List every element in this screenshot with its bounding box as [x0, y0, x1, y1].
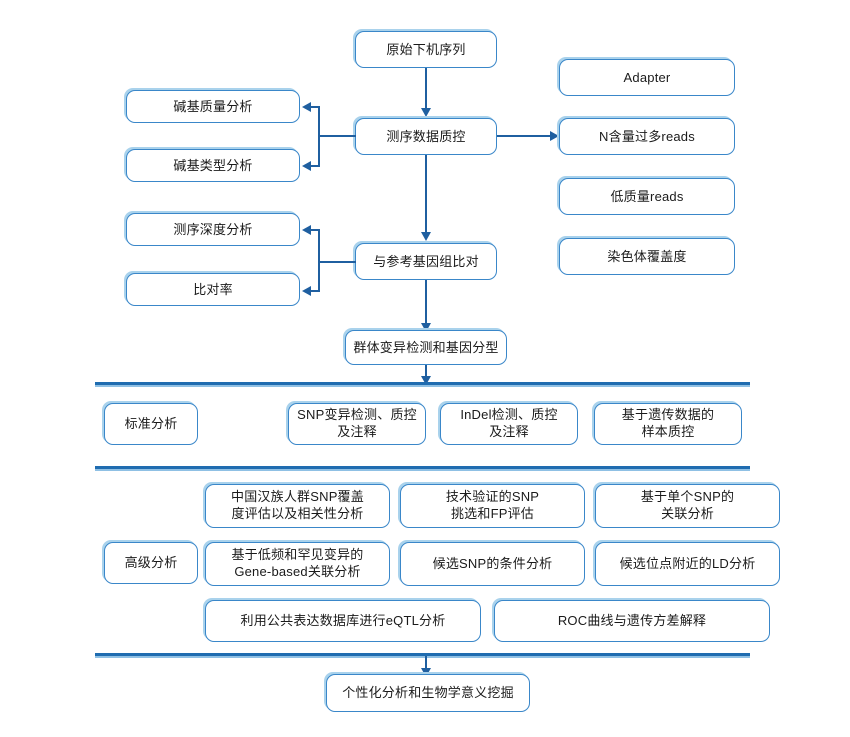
node-base-quality-analysis-label: 碱基质量分析 — [173, 98, 253, 114]
node-genetic-data-sample-qc-label: 基于遗传数据的 样本质控 — [621, 407, 715, 439]
arrowhead-qc-to-alignment — [421, 232, 431, 241]
node-gene-based-association[interactable]: 基于低频和罕见变异的 Gene-based关联分析 — [205, 542, 390, 586]
node-indel-calling-qc-annotation-label: InDel检测、质控 及注释 — [460, 407, 558, 439]
node-genetic-data-sample-qc[interactable]: 基于遗传数据的 样本质控 — [594, 403, 742, 445]
node-reference-alignment[interactable]: 与参考基因组比对 — [355, 243, 497, 280]
connector-divider-to-final — [425, 656, 427, 672]
node-variant-calling-genotyping-label: 群体变异检测和基因分型 — [353, 339, 499, 355]
node-alignment-rate[interactable]: 比对率 — [126, 273, 300, 306]
node-indel-calling-qc-annotation[interactable]: InDel检测、质控 及注释 — [440, 403, 578, 445]
divider-final-top — [95, 653, 750, 656]
arrowhead-divider-to-final — [421, 668, 431, 677]
node-gene-based-association-label: 基于低频和罕见变异的 Gene-based关联分析 — [231, 547, 364, 579]
connector-qc-to-base-quality — [311, 106, 320, 108]
node-n-content-reads-label: N含量过多reads — [599, 128, 695, 144]
node-sequencing-qc-label: 测序数据质控 — [386, 128, 466, 144]
node-sequencing-depth-analysis[interactable]: 测序深度分析 — [126, 213, 300, 246]
node-public-expression-eqtl-label: 利用公共表达数据库进行eQTL分析 — [240, 613, 446, 629]
node-sequencing-qc[interactable]: 测序数据质控 — [355, 118, 497, 155]
connector-align-to-depth — [311, 229, 320, 231]
connector-raw-to-qc — [425, 68, 427, 110]
connector-qc-to-base-type — [311, 165, 320, 167]
node-technical-validation-snp-label: 技术验证的SNP 挑选和FP评估 — [445, 489, 540, 521]
node-snp-calling-qc-annotation-label: SNP变异检测、质控 及注释 — [297, 407, 417, 439]
section-label-advanced-analysis[interactable]: 高级分析 — [104, 542, 198, 584]
connector-qc-left-bus — [318, 106, 320, 167]
arrowhead-raw-to-qc — [421, 108, 431, 117]
node-raw-reads-label: 原始下机序列 — [386, 41, 466, 57]
connector-alignment-to-variant — [425, 280, 427, 325]
arrowhead-variant-to-standard — [421, 376, 431, 385]
node-candidate-locus-ld[interactable]: 候选位点附近的LD分析 — [595, 542, 780, 586]
node-base-type-analysis-label: 碱基类型分析 — [173, 157, 253, 173]
section-label-standard-analysis[interactable]: 标准分析 — [104, 403, 198, 445]
node-base-quality-analysis[interactable]: 碱基质量分析 — [126, 90, 300, 123]
section-label-advanced-analysis-text: 高级分析 — [124, 555, 178, 571]
node-low-quality-reads-label: 低质量reads — [610, 188, 684, 204]
connector-align-to-rate — [311, 290, 320, 292]
node-candidate-locus-ld-label: 候选位点附近的LD分析 — [619, 556, 756, 572]
arrowhead-align-to-rate — [302, 286, 311, 296]
node-reference-alignment-label: 与参考基因组比对 — [373, 253, 479, 269]
node-chromosome-coverage-label: 染色体覆盖度 — [607, 248, 687, 264]
node-candidate-snp-conditional[interactable]: 候选SNP的条件分析 — [400, 542, 585, 586]
node-han-chinese-snp-coverage[interactable]: 中国汉族人群SNP覆盖 度评估以及相关性分析 — [205, 484, 390, 528]
node-roc-genetic-variance[interactable]: ROC曲线与遗传方差解释 — [494, 600, 770, 642]
connector-qc-to-n-reads — [497, 135, 550, 137]
node-snp-calling-qc-annotation[interactable]: SNP变异检测、质控 及注释 — [288, 403, 426, 445]
node-raw-reads[interactable]: 原始下机序列 — [355, 31, 497, 68]
arrowhead-qc-to-base-type — [302, 161, 311, 171]
node-adapter-label: Adapter — [623, 69, 671, 85]
arrowhead-qc-to-base-quality — [302, 102, 311, 112]
connector-align-left-stem — [318, 261, 356, 263]
node-public-expression-eqtl[interactable]: 利用公共表达数据库进行eQTL分析 — [205, 600, 481, 642]
arrowhead-align-to-depth — [302, 225, 311, 235]
node-han-chinese-snp-coverage-label: 中国汉族人群SNP覆盖 度评估以及相关性分析 — [231, 489, 364, 521]
node-low-quality-reads[interactable]: 低质量reads — [559, 178, 735, 215]
node-personalized-analysis-label: 个性化分析和生物学意义挖掘 — [342, 685, 514, 701]
node-base-type-analysis[interactable]: 碱基类型分析 — [126, 149, 300, 182]
section-label-standard-analysis-text: 标准分析 — [124, 416, 178, 432]
divider-standard-top — [95, 382, 750, 385]
node-candidate-snp-conditional-label: 候选SNP的条件分析 — [432, 556, 553, 572]
connector-align-left-bus — [318, 229, 320, 292]
connector-qc-to-alignment — [425, 155, 427, 234]
node-single-snp-association[interactable]: 基于单个SNP的 关联分析 — [595, 484, 780, 528]
node-chromosome-coverage[interactable]: 染色体覆盖度 — [559, 238, 735, 275]
node-variant-calling-genotyping[interactable]: 群体变异检测和基因分型 — [345, 330, 507, 365]
node-personalized-analysis[interactable]: 个性化分析和生物学意义挖掘 — [326, 674, 530, 712]
node-adapter[interactable]: Adapter — [559, 59, 735, 96]
node-roc-genetic-variance-label: ROC曲线与遗传方差解释 — [557, 613, 707, 629]
arrowhead-qc-to-n-reads — [550, 131, 559, 141]
node-sequencing-depth-analysis-label: 测序深度分析 — [173, 221, 253, 237]
node-technical-validation-snp[interactable]: 技术验证的SNP 挑选和FP评估 — [400, 484, 585, 528]
connector-variant-to-standard — [425, 365, 427, 381]
arrowhead-alignment-to-variant — [421, 323, 431, 332]
connector-qc-left-stem — [318, 135, 356, 137]
node-n-content-reads[interactable]: N含量过多reads — [559, 118, 735, 155]
node-single-snp-association-label: 基于单个SNP的 关联分析 — [640, 489, 735, 521]
node-alignment-rate-label: 比对率 — [193, 281, 233, 297]
divider-advanced-top — [95, 466, 750, 469]
